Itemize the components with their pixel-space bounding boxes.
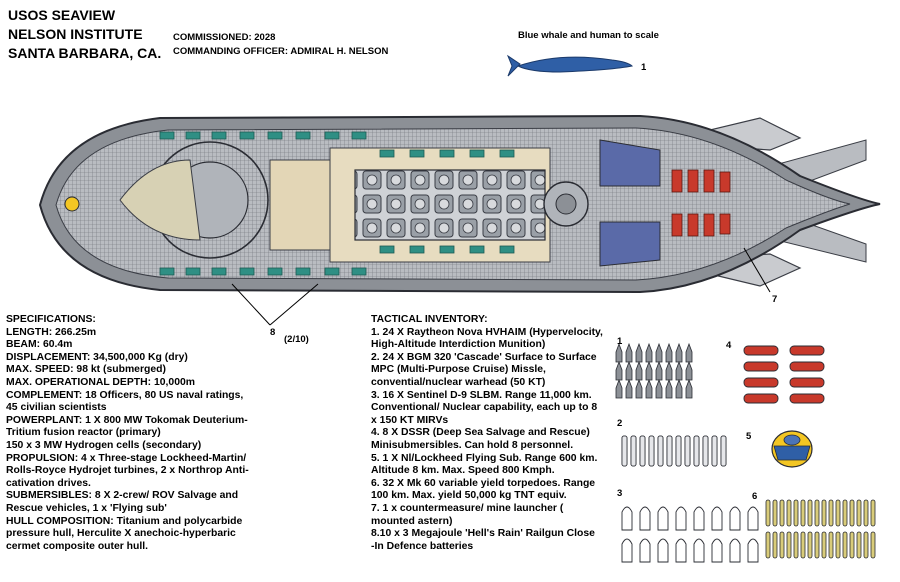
inventory-line: High-Altitude Interdiction Munition) [371, 339, 546, 351]
weapon-label-3: 3 [617, 488, 623, 499]
inventory-line: 8.10 x 3 Megajoule 'Hell's Rain' Railgun… [371, 528, 595, 540]
callout-8-sub: (2/10) [284, 334, 309, 345]
weapon-label-2: 2 [617, 418, 623, 429]
spec-line: 45 civilian scientists [6, 402, 107, 414]
inventory-line: -In Defence batteries [371, 540, 474, 552]
weapon-label-5: 5 [746, 431, 752, 442]
callout-7-line [743, 247, 771, 293]
callout-8-line-a [231, 283, 271, 326]
weapon-3-icons [621, 506, 759, 563]
flying-sub-icon [771, 430, 813, 468]
weapon-2-icons [621, 435, 727, 467]
inventory-line: Minisubmersibles. Can hold 8 personnel. [371, 439, 574, 451]
vessel-name: USOS SEAVIEW [8, 7, 116, 23]
spec-line: cermet composite outer hull. [6, 540, 149, 552]
bow-section [64, 141, 589, 259]
inventory-line: mounted astern) [371, 515, 453, 527]
inventory-line: 100 km. Max. yield 50,000 kg TNT equiv. [371, 490, 567, 502]
blue-whale-icon [506, 54, 634, 77]
inventory-line: 7. 1 x countermeasure/ mine launcher ( [371, 502, 564, 514]
inventory-block: TACTICAL INVENTORY: 1. 24 X Raytheon Nov… [371, 314, 603, 553]
commanding-officer-text: COMMANDING OFFICER: ADMIRAL H. NELSON [173, 46, 389, 57]
callout-8-line-b [269, 283, 319, 326]
spec-line: MAX. OPERATIONAL DEPTH: 10,000m [6, 376, 195, 388]
inventory-line: 1. 24 X Raytheon Nova HVHAIM (Hyperveloc… [371, 326, 603, 338]
spec-line: LENGTH: 266.25m [6, 326, 97, 338]
inventory-line: 3. 16 X Sentinel D-9 SLBM. Range 11,000 … [371, 389, 592, 401]
spec-line: Rescue vehicles, 1 x 'Flying sub' [6, 502, 167, 514]
callout-7-number: 7 [772, 294, 778, 305]
central-decks [269, 147, 551, 263]
commissioned-text: COMMISSIONED: 2028 [173, 32, 276, 43]
spec-line: pressure hull, Herculite X anechoic-hype… [6, 528, 236, 540]
aft-ordnance [671, 169, 731, 237]
spec-line: PROPULSION: 4 x Three-stage Lockheed-Mar… [6, 452, 247, 464]
spec-line: DISPLACEMENT: 34,500,000 Kg (dry) [6, 351, 188, 363]
spec-line: HULL COMPOSITION: Titanium and polycarbi… [6, 515, 243, 527]
spec-line: SUBMERSIBLES: 8 X 2-crew/ ROV Salvage an… [6, 490, 239, 502]
callout-8-number: 8 [270, 327, 276, 338]
institute-name: NELSON INSTITUTE [8, 26, 143, 42]
location: SANTA BARBARA, CA. [8, 45, 162, 61]
spec-line: MAX. SPEED: 98 kt (submerged) [6, 364, 166, 376]
inventory-line: MPC (Multi-Purpose Cruise) Missle, [371, 364, 546, 376]
inventory-line: 5. 1 X Nl/Lockheed Flying Sub. Range 600… [371, 452, 598, 464]
weapon-label-6: 6 [752, 491, 758, 502]
spec-line: COMPLEMENT: 18 Officers, 80 US naval rat… [6, 389, 244, 401]
specifications-title: SPECIFICATIONS: [6, 314, 96, 325]
spec-line: POWERPLANT: 1 X 800 MW Tokomak Deuterium… [6, 414, 248, 426]
spec-line: Rolls-Royce Hydrojet turbines, 2 x North… [6, 465, 249, 477]
inventory-line: x 150 KT MIRVs [371, 414, 449, 426]
weapon-6-icons [765, 499, 876, 559]
spec-line: cativation drives. [6, 477, 91, 489]
inventory-line: 6. 32 X Mk 60 variable yield torpedoes. … [371, 477, 596, 489]
weapon-label-1: 1 [617, 336, 623, 347]
weapon-1-icons [615, 342, 693, 399]
inventory-line: Altitude 8 km. Max. Speed 800 Kmph. [371, 465, 555, 477]
inventory-line: 2. 24 X BGM 320 'Cascade' Surface to Sur… [371, 351, 597, 363]
inventory-line: convential/nuclear warhead (50 KT) [371, 376, 546, 388]
crew-bunks [159, 131, 515, 276]
aft-bays [599, 139, 661, 267]
scale-label: Blue whale and human to scale [518, 30, 659, 41]
specifications-block: SPECIFICATIONS: LENGTH: 266.25m BEAM: 60… [6, 314, 249, 553]
spec-line: 150 x 3 MW Hydrogen cells (secondary) [6, 439, 202, 451]
spec-line: BEAM: 60.4m [6, 339, 73, 351]
weapon-4-icons [743, 345, 825, 404]
inventory-line: 4. 8 X DSSR (Deep Sea Salvage and Rescue… [371, 427, 590, 439]
human-scale-mark: 1 [641, 62, 647, 73]
weapon-label-4: 4 [726, 340, 732, 351]
inventory-title: TACTICAL INVENTORY: [371, 314, 488, 325]
spec-line: Tritium fusion reactor (primary) [6, 427, 161, 439]
inventory-line: Conventional/ Nuclear capability, each u… [371, 402, 598, 414]
